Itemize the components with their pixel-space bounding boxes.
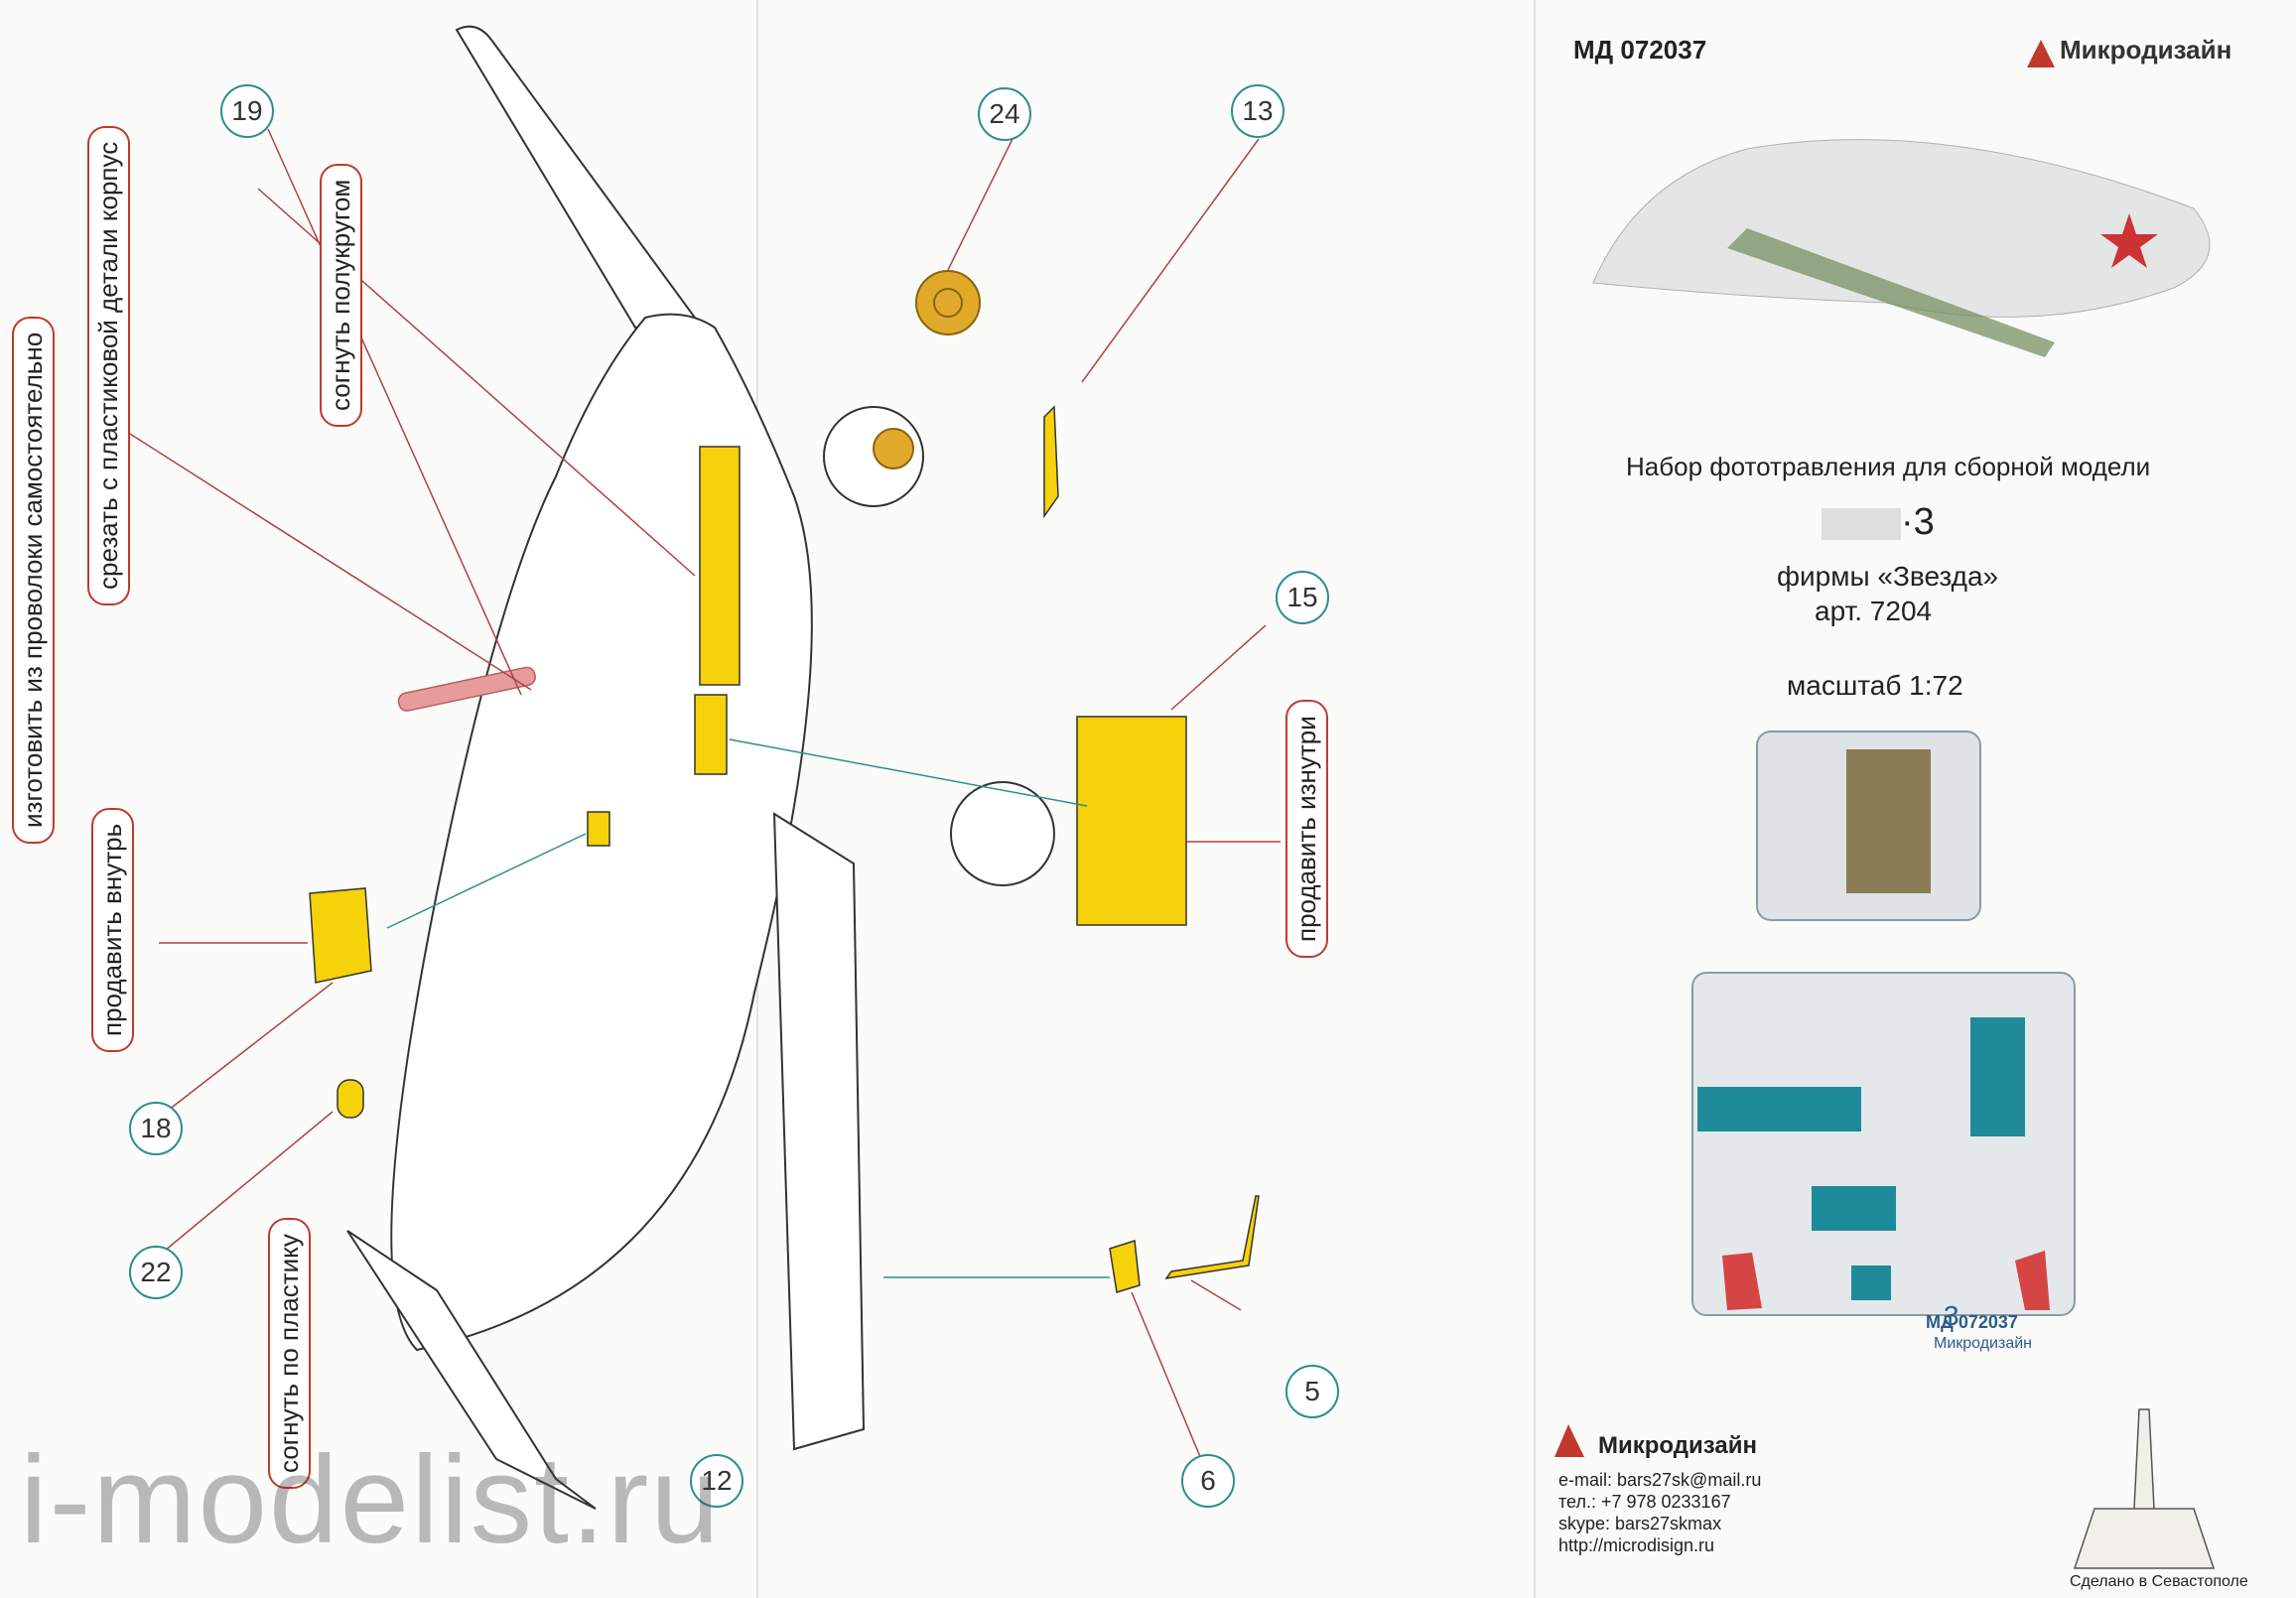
part-22 [337,1079,364,1119]
callout-22: 22 [129,1246,183,1299]
footer-phone: тел.: +7 978 0233167 [1558,1492,1731,1512]
callout-6: 6 [1181,1454,1235,1508]
part-15 [1076,716,1187,926]
part-24-wheel-disk [915,270,981,335]
guide-lines [386,738,1110,1278]
callout-13: 13 [1231,84,1284,138]
callout-24: 24 [978,87,1031,141]
product-code: МД 072037 [1573,35,1707,65]
part-small-vent [587,811,610,847]
watermark: i-modelist.ru [20,1431,722,1569]
tail [346,1230,597,1510]
lower-wheel [950,781,1055,886]
description-line1: Набор фототравления для сборной модели [1626,452,2151,481]
fold-line [1534,0,1536,1598]
part-13 [1043,405,1059,519]
part-18 [309,887,372,984]
footer-url[interactable]: http://microdisign.ru [1558,1535,1715,1555]
redacted-block [1822,507,1901,540]
red-star-icon [2100,213,2158,268]
brand-name: Микродизайн [2060,35,2232,65]
callout-5: 5 [1285,1365,1339,1418]
callout-12: 12 [690,1454,743,1508]
lower-wing [772,812,866,1451]
footer-skype: skype: bars27skmax [1558,1514,1722,1533]
part-6 [1109,1240,1141,1293]
scale-label: масштаб 1:72 [1787,670,1963,701]
instruction-push-from-inside: продавить изнутри [1285,700,1328,958]
instruction-wire: изготовить из проволоки самостоятельно [12,316,55,844]
monument-icon [2073,1408,2216,1569]
callout-15: 15 [1276,571,1329,624]
footer-logo-icon [1554,1424,1584,1457]
part-wire [397,666,536,712]
instruction-push-inside: продавить внутрь [91,807,134,1052]
part-vents [694,694,728,775]
footer-brand: Микродизайн [1598,1432,1757,1459]
description-line3: фирмы «Звезда» [1777,561,1999,592]
part-24-installed [873,428,914,469]
sheet-brand: Микродизайн [1934,1335,2032,1352]
instruction-cut: срезать с пластиковой детали корпус [87,125,130,605]
aircraft-photo [1592,139,2211,318]
upper-wing [455,25,697,330]
model-name: ·3 [1822,501,1935,544]
description-line4: арт. 7204 [1815,596,1933,626]
instruction-bend-semicircle: согнуть полукругом [320,163,362,427]
sheet-model: 3 [1944,1300,1959,1331]
callout-18: 18 [129,1102,183,1155]
part-fuselage-panel [699,446,741,686]
brand-logo-icon [2027,40,2055,67]
footer-email: e-mail: bars27sk@mail.ru [1558,1470,1762,1490]
callout-19: 19 [220,84,274,138]
made-in-label: Сделано в Севастополе [2070,1573,2248,1590]
sheet-code: МД 072037 [1926,1312,2018,1332]
part-5 [1164,1195,1260,1280]
